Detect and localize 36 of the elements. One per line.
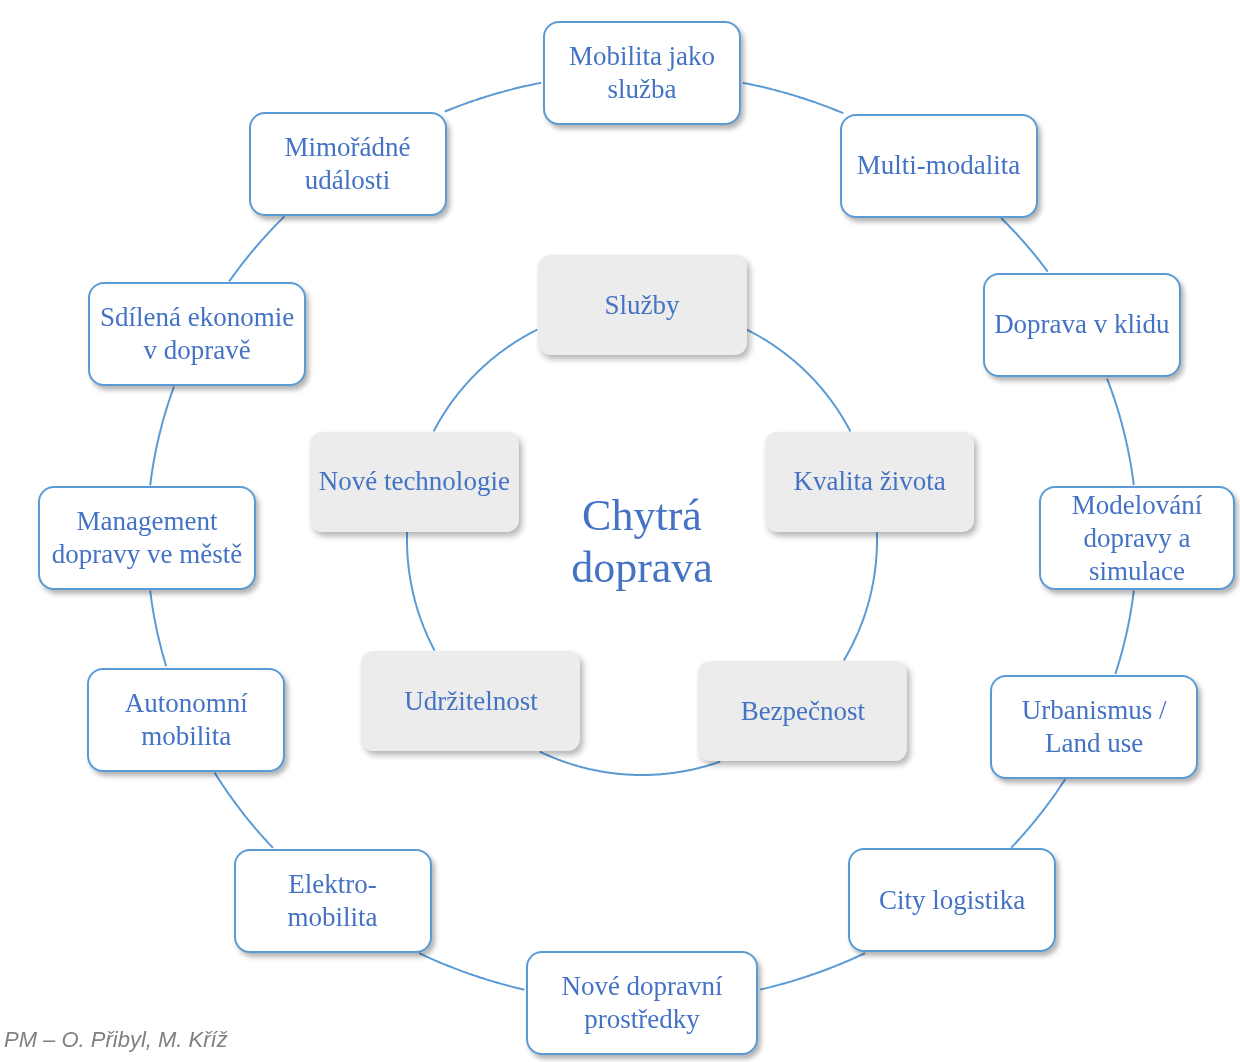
topic-box: Sdílená ekonomie v dopravě [88, 282, 307, 387]
topic-box: Mobilita jako služba [543, 21, 741, 125]
topic-box: Modelování dopravy a simulace [1039, 486, 1235, 590]
topic-box: Multi-modalita [839, 113, 1038, 218]
connector-line [406, 531, 436, 652]
connector-line [432, 328, 539, 433]
connector-line [745, 328, 852, 433]
connector-line [842, 531, 878, 662]
topic-box: Mimořádné události [248, 112, 447, 217]
theme-box: Kvalita života [765, 431, 975, 532]
theme-box: Služby [537, 255, 747, 355]
connector-line [443, 81, 543, 113]
connector-line [1010, 778, 1067, 849]
theme-box: Bezpečnost [698, 661, 908, 762]
connector-line [1114, 589, 1135, 675]
topic-box: Autonomní mobilita [87, 667, 286, 772]
topic-box: Elektro-mobilita [233, 848, 432, 953]
connector-line [213, 771, 274, 849]
topic-box: Urbanismus / Land use [990, 675, 1199, 780]
theme-box: Nové technologie [309, 431, 519, 532]
center-title: Chytrá doprava [570, 490, 714, 594]
connector-line [149, 385, 175, 487]
theme-box: Udržitelnost [361, 651, 581, 752]
connector-line [149, 589, 168, 668]
connector-line [418, 952, 526, 991]
connector-line [538, 750, 722, 776]
topic-box: Nové dopravní prostředky [526, 951, 758, 1055]
connector-line [228, 215, 286, 283]
connector-line [1000, 217, 1049, 273]
topic-box: City logistika [848, 848, 1057, 953]
connector-line [1106, 377, 1135, 486]
author-note: PM – O. Přibyl, M. Kříž [4, 1026, 228, 1054]
topic-box: Management dopravy ve městě [38, 486, 256, 590]
connector-line [741, 81, 845, 115]
topic-box: Doprava v klidu [982, 272, 1181, 377]
connector-line [759, 952, 867, 991]
